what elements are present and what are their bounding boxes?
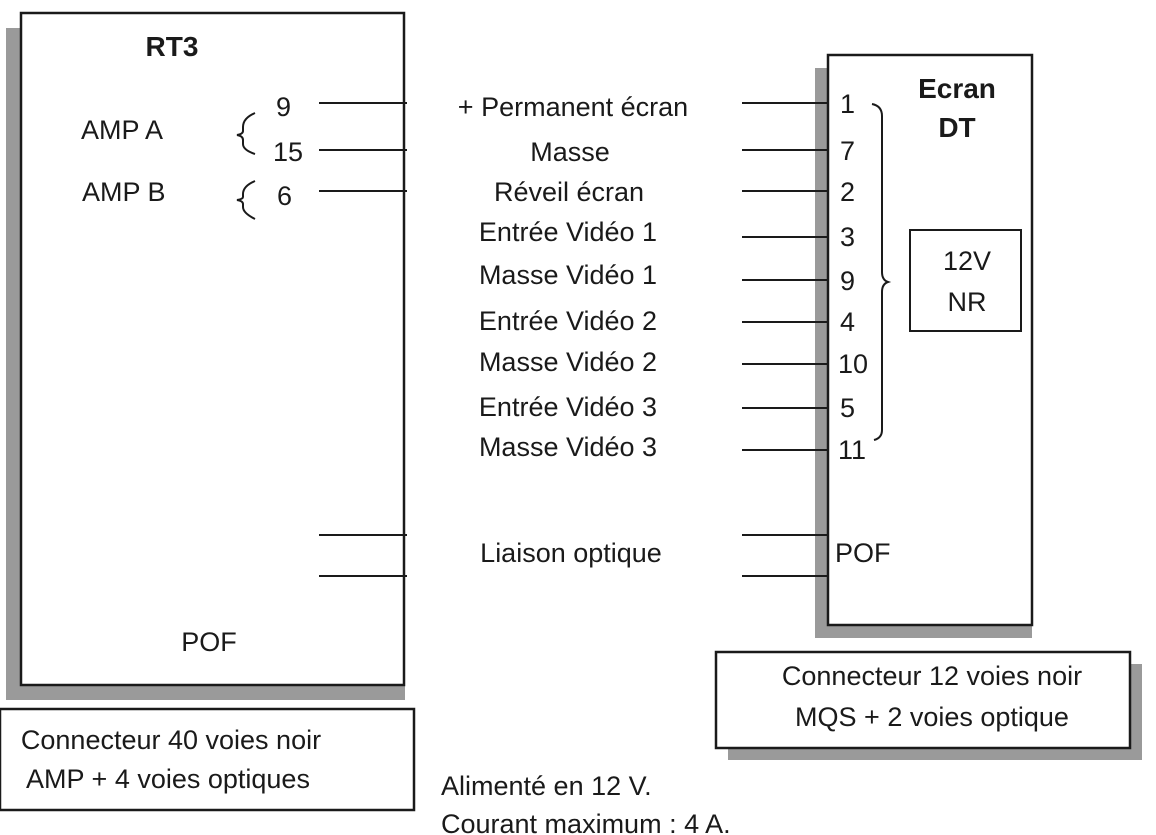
screen-connector-box: Connecteur 12 voies noir MQS + 2 voies o… — [714, 650, 1142, 760]
amp-a-brace — [236, 112, 256, 155]
note-max-current: Courant maximum : 4 A. — [441, 809, 731, 835]
power-notes: Alimenté en 12 V. Courant maximum : 4 A. — [441, 771, 731, 835]
optical-link: Liaison optique — [319, 534, 829, 577]
screen-title-line1: Ecran — [918, 73, 996, 104]
signal-label-masse-video-1: Masse Vidéo 1 — [479, 260, 657, 290]
supply-line2: NR — [948, 287, 987, 317]
signal-label-entree-video-3: Entrée Vidéo 3 — [479, 392, 657, 422]
screen-pin-4: 4 — [840, 307, 855, 337]
rt3-pin-15: 15 — [273, 137, 303, 167]
signal-label-masse-video-3: Masse Vidéo 3 — [479, 432, 657, 462]
signal-label-permanent-ecran: + Permanent écran — [458, 92, 688, 122]
signal-rows: + Permanent écran Masse Réveil écran Ent… — [319, 89, 868, 465]
rt3-connector-line2: AMP + 4 voies optiques — [26, 764, 310, 794]
screen-block-frame — [826, 53, 1034, 627]
rt3-title: RT3 — [146, 31, 199, 62]
amp-b-label: AMP B — [82, 177, 166, 207]
screen-pof-label: POF — [835, 538, 891, 568]
screen-connector-line2: MQS + 2 voies optique — [795, 702, 1069, 732]
amp-b-brace — [236, 180, 256, 220]
rt3-pin-6: 6 — [277, 181, 292, 211]
rt3-pof-label: POF — [181, 627, 237, 657]
signal-label-masse-video-2: Masse Vidéo 2 — [479, 347, 657, 377]
screen-connector-frame — [714, 650, 1132, 750]
screen-pin-11: 11 — [838, 435, 866, 465]
rt3-block: RT3 AMP A AMP B 9 15 6 POF — [6, 11, 406, 700]
rt3-block-frame — [19, 11, 406, 687]
screen-pin-1: 1 — [840, 89, 855, 119]
rt3-connector-box: Connecteur 40 voies noir AMP + 4 voies o… — [0, 707, 416, 812]
signal-label-entree-video-2: Entrée Vidéo 2 — [479, 306, 657, 336]
supply-box — [909, 229, 1022, 332]
rt3-pin-9: 9 — [276, 92, 291, 122]
note-power-supply: Alimenté en 12 V. — [441, 771, 652, 801]
screen-pin-9: 9 — [840, 266, 855, 296]
screen-pin-5: 5 — [840, 393, 855, 423]
signal-label-masse: Masse — [530, 137, 610, 167]
screen-pin-10: 10 — [838, 349, 868, 379]
rt3-connector-line1: Connecteur 40 voies noir — [21, 725, 321, 755]
rt3-connector-frame — [0, 707, 416, 812]
screen-block: Ecran DT 12V NR POF — [815, 53, 1034, 638]
screen-pin-3: 3 — [840, 222, 855, 252]
signal-label-entree-video-1: Entrée Vidéo 1 — [479, 217, 657, 247]
optical-link-label: Liaison optique — [480, 538, 662, 568]
supply-line1: 12V — [943, 246, 991, 276]
amp-a-label: AMP A — [81, 115, 163, 145]
screen-pin-brace — [871, 103, 892, 441]
screen-connector-line1: Connecteur 12 voies noir — [782, 661, 1082, 691]
signal-label-reveil-ecran: Réveil écran — [494, 177, 644, 207]
screen-pin-2: 2 — [840, 177, 855, 207]
screen-title-line2: DT — [938, 112, 975, 143]
screen-pin-7: 7 — [840, 136, 855, 166]
